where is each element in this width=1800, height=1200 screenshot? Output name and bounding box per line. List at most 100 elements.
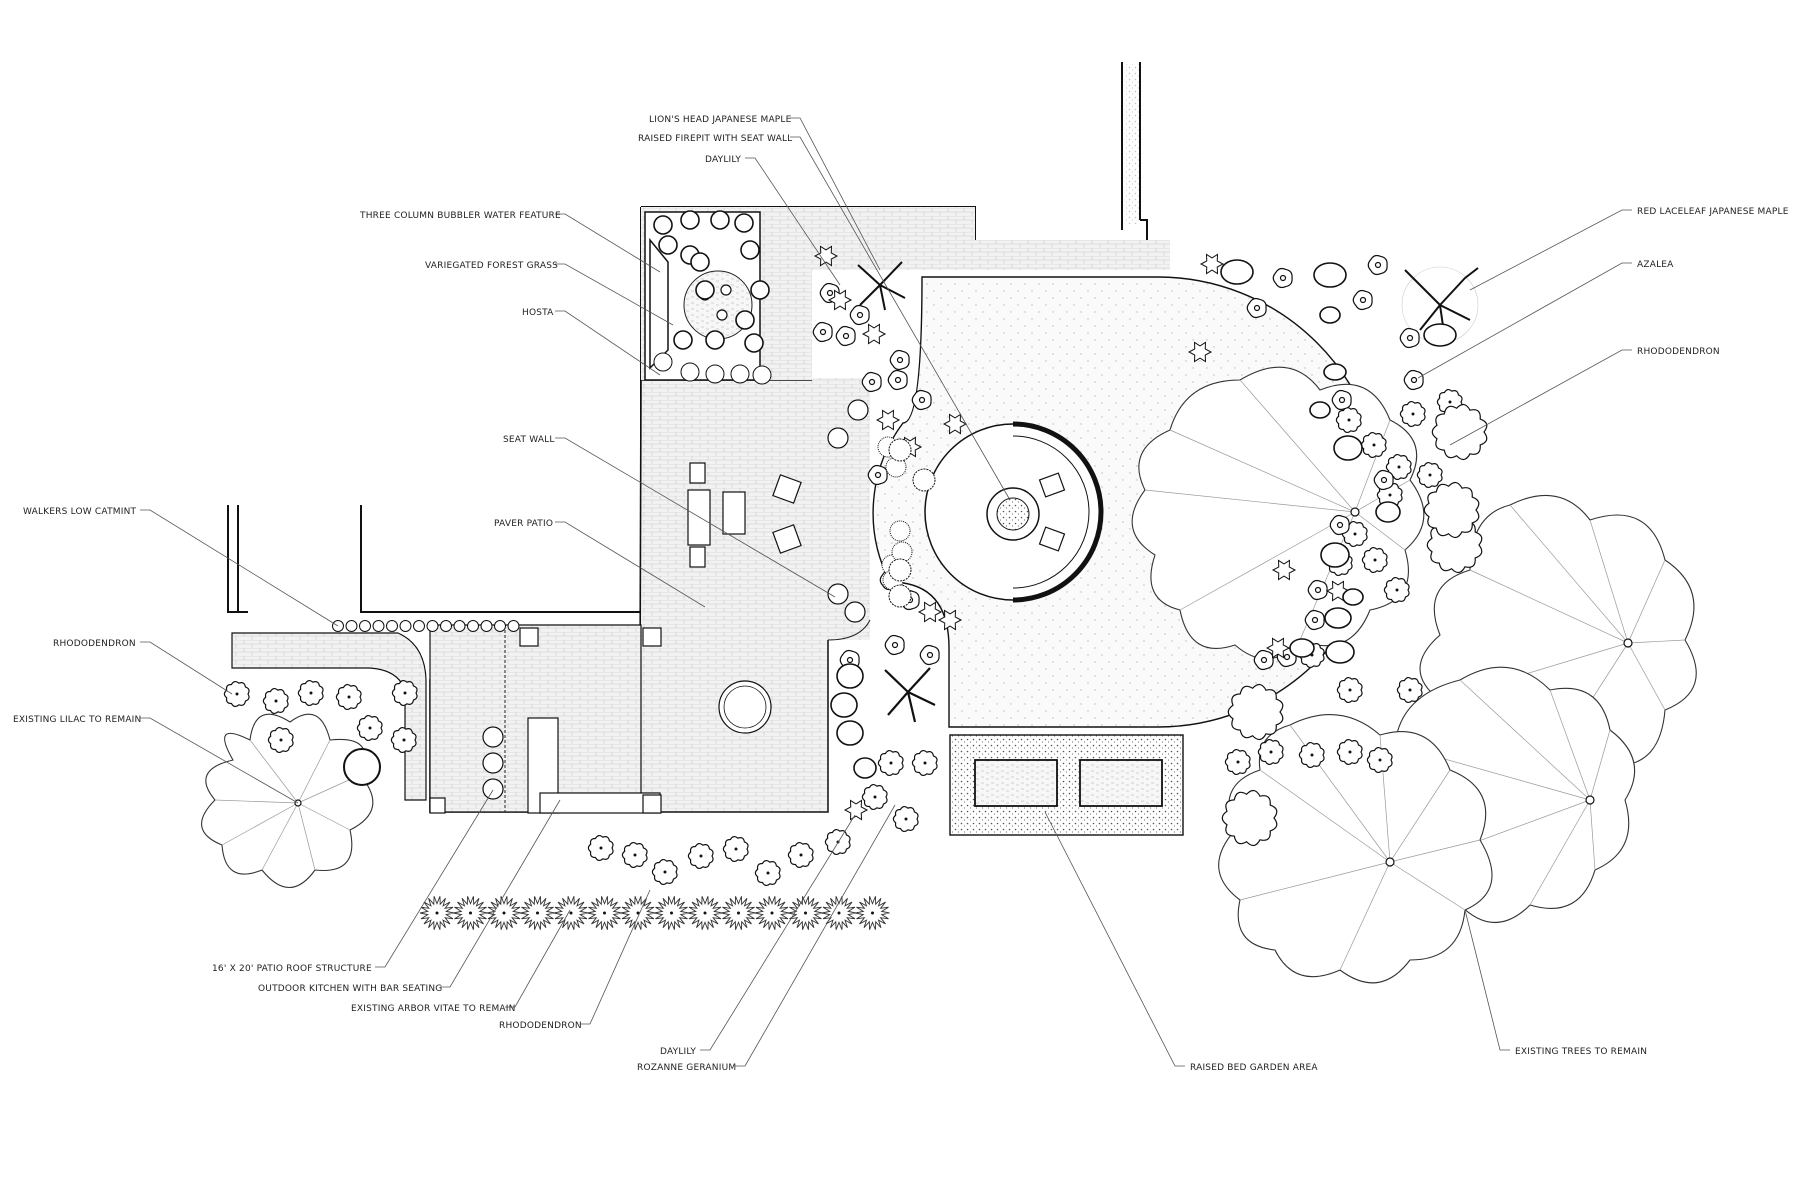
- shrub-center: [1348, 688, 1352, 692]
- shrub-center: [599, 846, 603, 850]
- label-outdoor-kitchen: OUTDOOR KITCHEN WITH BAR SEATING: [258, 984, 442, 994]
- hosta-plant: [735, 310, 755, 330]
- shrub-center: [309, 691, 313, 695]
- shrub-center: [856, 311, 864, 319]
- shrub-center: [889, 761, 893, 765]
- shrub-center: [842, 332, 850, 340]
- shrub-center: [868, 378, 876, 386]
- raised-bed-garden: [949, 734, 1184, 836]
- shrub-center: [1373, 558, 1377, 562]
- lions-head-maple: [857, 261, 906, 311]
- label-daylily-bottom: DAYLILY: [660, 1047, 696, 1057]
- label-forest-grass: VARIEGATED FOREST GRASS: [425, 261, 558, 271]
- label-seat-wall: SEAT WALL: [503, 435, 555, 445]
- raised-firepit: [924, 421, 1104, 603]
- shrub-center: [894, 376, 902, 384]
- boulder: [1320, 542, 1350, 568]
- hosta-plant: [734, 213, 754, 233]
- patio-furniture: [429, 399, 869, 814]
- catmint-plant: [440, 620, 452, 632]
- shrub-center: [904, 817, 908, 821]
- shrub-center: [891, 641, 899, 649]
- catmint-plant: [494, 620, 506, 632]
- shrub-center: [1253, 304, 1261, 312]
- shrub-center: [1359, 296, 1367, 304]
- catmint-plant: [345, 620, 358, 632]
- shrub-center: [1347, 418, 1351, 422]
- label-rhododendron-right: RHODODENDRON: [1637, 347, 1720, 357]
- daylily-plant: [813, 245, 839, 267]
- geranium-plant: [891, 541, 913, 563]
- boulder: [836, 720, 864, 746]
- label-existing-trees: EXISTING TREES TO REMAIN: [1515, 1047, 1647, 1057]
- shrub-center: [1380, 476, 1388, 484]
- leader-lines: [140, 117, 1632, 1067]
- shrub-center: [1269, 750, 1273, 754]
- boulder: [1323, 363, 1347, 381]
- daylily-plant: [875, 409, 901, 431]
- daylily-plant: [827, 289, 853, 311]
- boulder: [853, 757, 877, 779]
- shrub-center: [846, 656, 854, 664]
- shrub-center: [536, 911, 539, 915]
- boulder: [1309, 401, 1331, 419]
- shrub-center: [403, 691, 407, 695]
- catmint-plant: [467, 620, 479, 632]
- boulder: [1333, 435, 1363, 461]
- shrub-center: [1406, 334, 1414, 342]
- shrub-center: [279, 738, 283, 742]
- label-catmint: WALKERS LOW CATMINT: [23, 507, 137, 517]
- daylily-plant: [1265, 637, 1291, 659]
- hosta-plant: [710, 210, 730, 230]
- shrub-center: [896, 356, 904, 364]
- boulder: [836, 663, 864, 689]
- daylily-plant: [1187, 341, 1213, 363]
- lilac-shrub: [343, 748, 381, 786]
- shrub-center: [926, 651, 934, 659]
- plan-labels: LION'S HEAD JAPANESE MAPLE RAISED FIREPI…: [13, 115, 1789, 1073]
- forest-grass-plant: [752, 365, 772, 385]
- shrub-center: [871, 911, 874, 915]
- geranium-plant: [889, 520, 911, 542]
- label-paver-patio: PAVER PATIO: [494, 519, 553, 529]
- shrub-center: [1372, 443, 1376, 447]
- boulder: [1289, 638, 1315, 658]
- label-red-maple: RED LACELEAF JAPANESE MAPLE: [1637, 207, 1789, 217]
- label-lions-head-maple: LION'S HEAD JAPANESE MAPLE: [649, 115, 792, 125]
- shrub-center: [873, 795, 877, 799]
- catmint-plant: [386, 620, 398, 632]
- label-lilac: EXISTING LILAC TO REMAIN: [13, 715, 141, 725]
- catmint-plant: [453, 620, 466, 632]
- tree-canopy-4: [1218, 714, 1493, 984]
- shrub-center: [347, 695, 351, 699]
- daylily-plant: [843, 799, 869, 821]
- shrub-center: [770, 911, 774, 915]
- shrub-center: [1410, 376, 1418, 384]
- shrub-center: [703, 911, 707, 915]
- ornamental-grass: [888, 584, 912, 608]
- shrub-center: [435, 911, 439, 915]
- shrub-center: [235, 692, 239, 696]
- hosta-plant: [680, 210, 700, 230]
- shrub-center: [1338, 396, 1346, 404]
- shrub-plantings: [223, 210, 1488, 930]
- shrub-center: [368, 726, 372, 730]
- label-rhododendron-bottom: RHODODENDRON: [499, 1021, 582, 1031]
- shrub-center: [699, 854, 703, 858]
- catmint-plant: [372, 620, 385, 632]
- shrub-center: [826, 289, 834, 297]
- hosta-plant: [705, 330, 725, 350]
- shrub-center: [1236, 760, 1240, 764]
- large-rhododendron: [1431, 403, 1488, 461]
- hosta-plant: [673, 330, 693, 350]
- shrub-center: [636, 911, 640, 915]
- shrub-center: [737, 911, 740, 915]
- hosta-plant: [690, 252, 710, 272]
- catmint-plant: [426, 620, 439, 632]
- forest-grass-plant: [705, 364, 725, 384]
- boulder: [1220, 259, 1254, 285]
- shrub-center: [663, 870, 667, 874]
- boulder: [1423, 323, 1457, 347]
- shrub-center: [1374, 261, 1382, 269]
